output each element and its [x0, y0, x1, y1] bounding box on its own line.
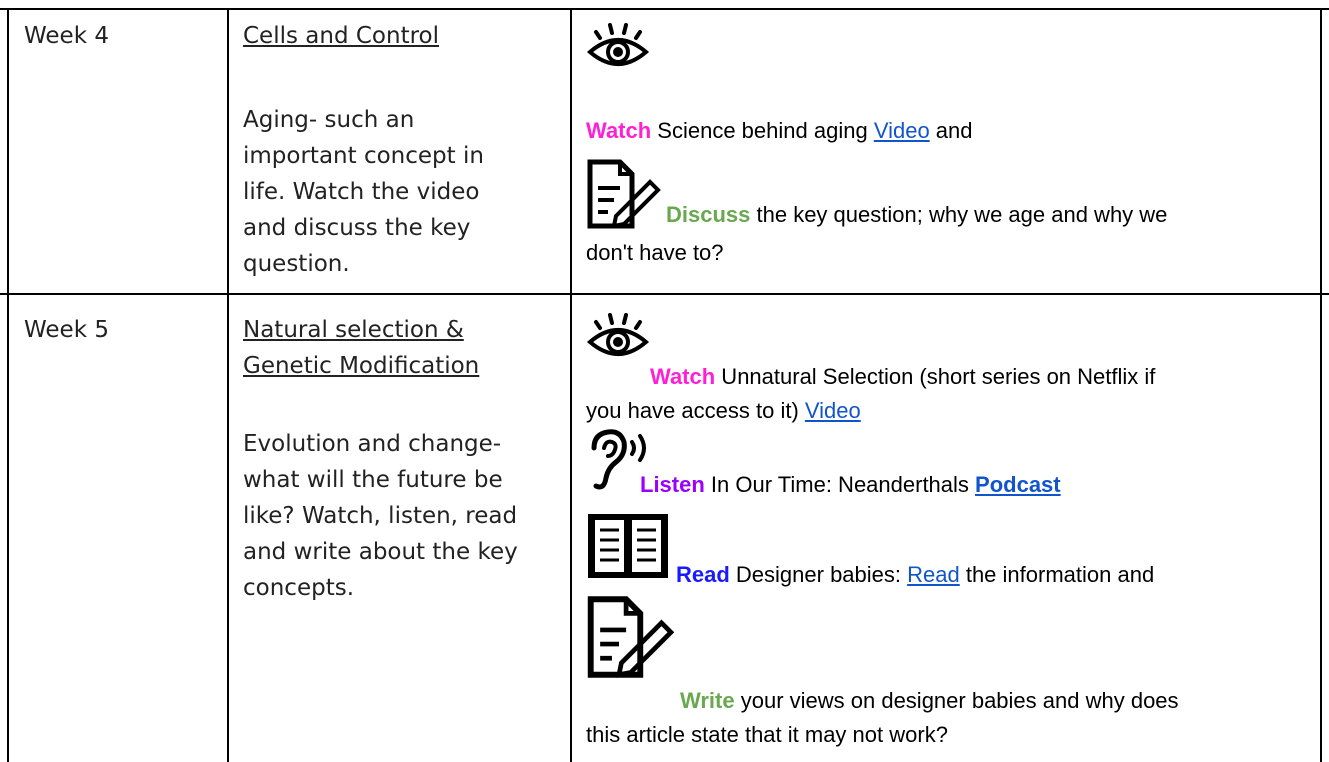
- podcast-link[interactable]: Podcast: [975, 472, 1061, 497]
- activity-write-line2: this article state that it may not work?: [586, 722, 948, 747]
- activity-discuss: Discuss the key question; why we age and…: [666, 202, 1168, 227]
- document-pencil-icon: [587, 596, 675, 678]
- column-divider-2: [570, 8, 572, 762]
- table-right-border: [1320, 8, 1322, 762]
- week-label: Week 5: [24, 317, 109, 343]
- ear-icon: [591, 429, 646, 490]
- activity-watch: Watch Unnatural Selection (short series …: [650, 364, 1156, 389]
- activity-discuss-line2: don't have to?: [586, 240, 724, 265]
- read-link[interactable]: Read: [907, 562, 960, 587]
- activity-listen: Listen In Our Time: Neanderthals Podcast: [640, 472, 1061, 497]
- activity-write: Write your views on designer babies and …: [680, 688, 1179, 713]
- eye-icon: [586, 23, 650, 66]
- column-divider-1: [227, 8, 229, 762]
- table-top-border: [0, 8, 1329, 10]
- book-icon: [588, 514, 668, 578]
- activity-watch: Watch Science behind aging Video and: [586, 118, 973, 143]
- activity-watch-line2: you have access to it) Video: [586, 398, 861, 423]
- activity-read: Read Designer babies: Read the informati…: [676, 562, 1155, 587]
- row-divider: [0, 293, 1329, 295]
- topic-title: Natural selection & Genetic Modification: [243, 317, 480, 379]
- table-left-border: [7, 8, 9, 762]
- topic-title: Cells and Control: [243, 23, 440, 49]
- document-pencil-icon: [587, 159, 661, 229]
- week-label: Week 4: [24, 23, 109, 49]
- video-link[interactable]: Video: [804, 398, 861, 423]
- video-link[interactable]: Video: [873, 118, 930, 143]
- eye-icon: [586, 313, 650, 356]
- topic-summary: Aging- such an important concept in life…: [243, 107, 484, 277]
- topic-summary: Evolution and change- what will the futu…: [243, 431, 518, 601]
